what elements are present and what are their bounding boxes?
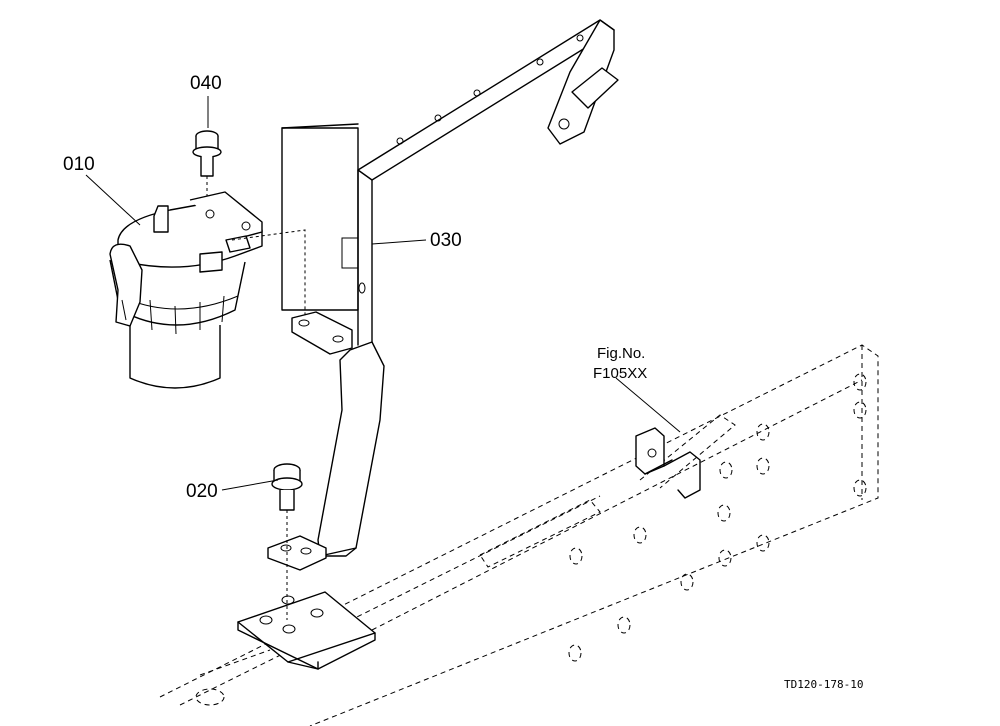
rail-hole [195,688,225,706]
leader-020 [221,479,279,491]
bracket-030 [267,19,619,571]
drawing-code: TD120-178-10 [784,678,863,691]
fig-ref-number: F105XX [593,365,647,382]
leader-030 [371,239,427,245]
bolt-020 [271,463,303,620]
rail-hole [853,373,867,391]
callout-010: 010 [63,154,95,175]
callout-030: 030 [430,230,462,251]
rail-hole [717,504,731,522]
fuel-filter-010 [109,191,263,389]
rail-hole [568,644,582,662]
rail-hole [853,479,867,497]
rail-hole [756,534,770,552]
rail-hole [719,461,733,479]
bolt-040 [192,130,222,200]
rail-hole [853,401,867,419]
rail-hole [633,526,647,544]
base-plate [237,591,376,670]
callout-020: 020 [186,481,218,502]
rail-hole [756,423,770,441]
leader-lines [85,96,681,491]
leader-fig-ref [615,377,681,433]
rail-hole [569,547,583,565]
rail-hole [756,457,770,475]
rail-hole [617,616,631,634]
rail-hole [680,573,694,591]
rail-clip [635,427,701,499]
rail-hole [718,549,732,567]
leader-010 [85,174,141,226]
callout-040: 040 [190,73,222,94]
frame-rail [159,344,879,726]
fig-ref-label: Fig.No. [597,345,645,362]
